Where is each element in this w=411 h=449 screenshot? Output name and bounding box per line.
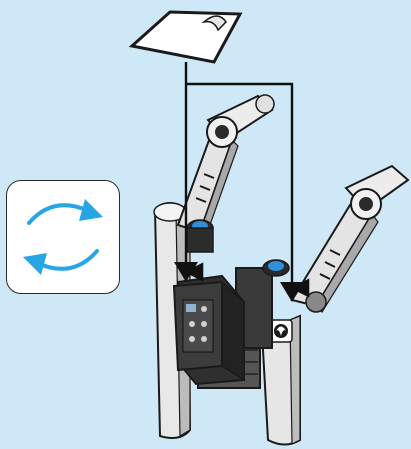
sticker-icon: [132, 12, 240, 62]
front-panel: [174, 276, 244, 384]
right-arm: [292, 166, 408, 312]
rotate-view-button[interactable]: [6, 180, 120, 294]
lens-right: [263, 260, 289, 276]
left-arm: [178, 95, 274, 236]
rebel-alliance-emblem: [274, 324, 288, 338]
rotate-view-icon: [7, 181, 119, 293]
lens-left: [187, 220, 213, 252]
